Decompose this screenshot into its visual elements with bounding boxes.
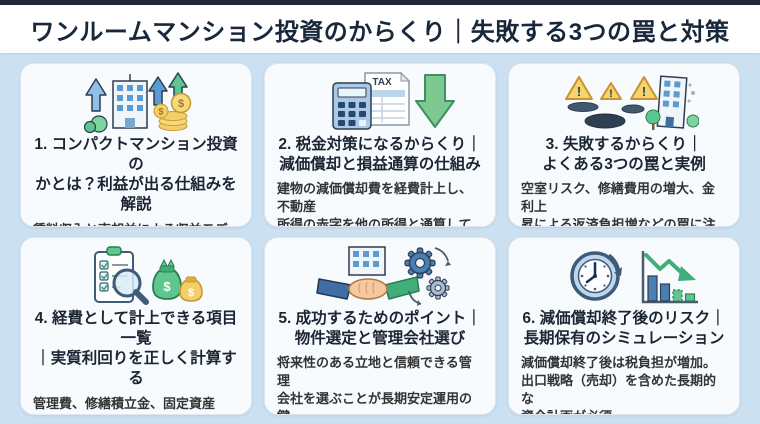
card-2-icon-area: TAX [274,69,486,133]
card-3-title: 3. 失敗するからくり｜ よくある3つの罠と実例 [542,136,706,174]
card-1-title: 1. コンパクトマンション投資の かとは？利益が出る仕組みを解説 [34,136,238,214]
card-6-title: 6. 減価償却終了後のリスク｜ 長期保有のシミュレーション [522,310,726,348]
handshake-building-gears-icon [316,246,451,306]
card-1: $ $ 1. コンパクトマンション投資の かとは？利益が出る仕組みを解説 賃料収… [20,63,252,227]
card-grid: $ $ 1. コンパクトマンション投資の かとは？利益が出る仕組みを解説 賃料収… [0,53,760,415]
card-2-title: 2. 税金対策になるからくり｜ 減価償却と損益通算の仕組み [278,136,482,174]
card-2: TAX 2. 税金対策になるからくり｜ 減価償却と損益通算の仕組み 建物の減価償… [264,63,496,227]
card-4: $ $ 4. 経費として計上できる項目一覧 ｜実質利回りを正しく計算する 管理費… [20,237,252,415]
card-2-body: 建物の減価償却費を経費計上し、不動産 所得の赤字を他の所得と通算して節税。 [277,181,473,227]
svg-text:!: ! [609,88,613,100]
svg-text:$: $ [158,107,163,117]
card-3-icon-area: ! ! ! [518,69,730,133]
page-header: ワンルームマンション投資のからくり｜失敗する3つの罠と対策 [0,5,760,53]
svg-text:TAX: TAX [372,77,392,88]
card-3-body: 空室リスク、修繕費用の増大、金利上 昇による返済負担増などの罠に注意。 [521,181,716,227]
card-6-body: 減価償却終了後は税負担が増加。 出口戦略（売却）を含めた長期的な 資金計画が必須… [521,355,717,414]
building-growth-arrows-coins-icon: $ $ [83,72,192,133]
svg-text:$: $ [178,98,184,110]
warning-triangles-pitfalls-building-icon: ! ! ! [565,75,699,130]
card-4-body: 管理費、修繕積立金、固定資産税、 保険料、借入金利息などを考慮し、 正確な実質利… [33,395,216,414]
calculator-tax-document-down-arrow-icon: TAX [332,71,455,130]
svg-text:!: ! [577,84,581,99]
checklist-magnifier-money-bags-icon: $ $ [94,246,203,305]
card-6-icon-area [518,243,730,307]
card-4-icon-area: $ $ [30,243,242,307]
page-title: ワンルームマンション投資のからくり｜失敗する3つの罠と対策 [30,18,730,46]
clock-declining-chart-icon [570,251,698,304]
card-1-icon-area: $ $ [30,69,242,133]
card-6: 6. 減価償却終了後のリスク｜ 長期保有のシミュレーション 減価償却終了後は税負… [508,237,740,415]
card-4-title: 4. 経費として計上できる項目一覧 ｜実質利回りを正しく計算する [34,310,238,388]
card-3: ! ! ! 3. 失敗するからくり｜ よくある3つの罠と実例 空室リスク、修繕費… [508,63,740,227]
card-5-title: 5. 成功するためのポイント｜ 物件選定と管理会社選び [278,310,482,348]
card-5-icon-area [274,243,486,307]
card-5: 5. 成功するためのポイント｜ 物件選定と管理会社選び 将来性のある立地と信頼で… [264,237,496,415]
svg-text:!: ! [642,84,646,99]
card-5-body: 将来性のある立地と信頼できる管理 会社を選ぶことが長期安定運用の鍵。 [277,355,473,414]
top-edge-bar [0,0,760,5]
card-1-body: 賃料収入と売却益による収益モデル。 物件価格、立地、賃貸需要が鍵。 [30,221,242,226]
svg-text:$: $ [188,287,194,299]
svg-text:$: $ [163,279,171,294]
